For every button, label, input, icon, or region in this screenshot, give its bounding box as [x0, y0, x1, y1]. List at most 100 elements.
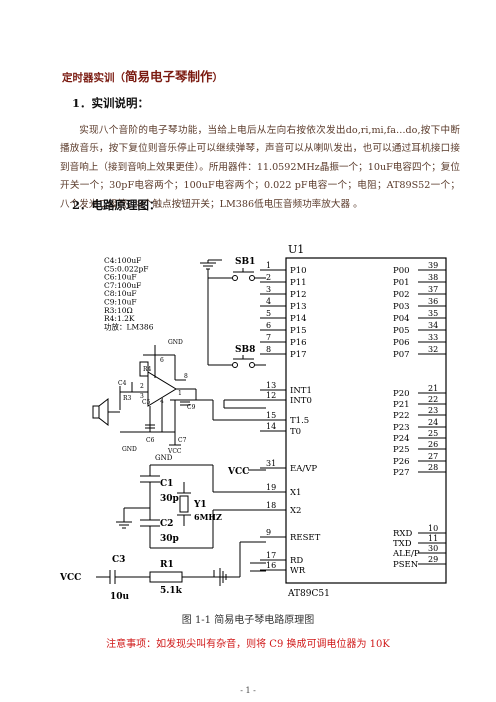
left-pin-number: 14 [266, 422, 276, 431]
left-pin-number: 9 [266, 528, 271, 537]
left-pin-name: P12 [290, 290, 307, 300]
vcc-ea-label: VCC [227, 467, 249, 477]
right-pin-name: P27 [393, 468, 410, 478]
left-pin-name: INT0 [290, 396, 312, 406]
left-pin-number: 6 [266, 321, 271, 330]
title-main: 简易电子琴制作 [125, 69, 213, 84]
right-pin-number: 33 [428, 333, 438, 342]
circuit-schematic: 1P102P113P124P135P146P157P168P1713INT112… [59, 243, 447, 602]
right-pin-number: 24 [428, 418, 438, 427]
left-pin-name: P11 [290, 278, 307, 288]
c2-label: C2 [160, 519, 173, 529]
gnd-amp-bottom: GND [122, 446, 137, 453]
left-pin-number: 8 [266, 345, 271, 354]
amp-label: R3 [123, 395, 132, 402]
document-title: 定时器实训（简易电子琴制作） [62, 66, 223, 85]
r1-value: 5.1k [160, 586, 183, 596]
right-pin-name: P02 [393, 290, 410, 300]
right-pin-name: P04 [393, 314, 410, 324]
left-pin-number: 19 [266, 483, 276, 492]
section1-body: 实现八个音阶的电子琴功能，当给上电后从左向右按依次发出do,ri,mi,fa…d… [60, 125, 460, 210]
left-pin-number: 1 [266, 261, 271, 270]
amp-label: 8 [184, 373, 188, 380]
right-pin-number: 34 [428, 321, 438, 330]
gnd-crystal-label: GND [155, 454, 173, 462]
amp-label: 2 [140, 383, 144, 390]
right-pin-name: TXD [393, 539, 412, 549]
left-pin-name: T0 [290, 427, 301, 437]
c3-label: C3 [112, 555, 125, 565]
chip-ref: U1 [288, 243, 304, 256]
c1-value: 30p [160, 494, 179, 504]
right-pin-number: 39 [428, 261, 438, 270]
left-pin-number: 4 [266, 297, 271, 306]
right-pin-name: P25 [393, 445, 410, 455]
right-pin-name: P03 [393, 302, 410, 312]
right-pin-number: 27 [428, 452, 438, 461]
right-pin-number: 22 [428, 395, 438, 404]
right-pin-number: 10 [428, 524, 438, 533]
c3-value: 10u [110, 592, 130, 602]
right-pin-number: 38 [428, 273, 438, 282]
left-pin-number: 17 [266, 551, 276, 560]
title-suffix: ） [212, 72, 224, 84]
left-pin-number: 18 [266, 501, 276, 510]
parts-list: C4:100uFC5:0.022pFC6:10uFC7:100uFC8:10uF… [104, 256, 154, 331]
amp-label: 3 [140, 393, 144, 400]
right-pin-number: 23 [428, 406, 438, 415]
right-pin-number: 37 [428, 285, 438, 294]
amp-label: 4 [160, 398, 164, 405]
right-pin-number: 21 [428, 384, 438, 393]
parts-list-item: C4:100uF [104, 256, 141, 265]
parts-list-item: C6:10uF [104, 273, 137, 282]
sb8-label: SB8 [235, 345, 255, 355]
amp-label: C6 [146, 437, 155, 444]
right-pin-name: P20 [393, 389, 410, 399]
right-pin-number: 36 [428, 297, 438, 306]
left-pin-number: 3 [266, 285, 271, 294]
left-pin-name: T1.5 [290, 416, 309, 426]
parts-list-item: C7:100uF [104, 281, 141, 290]
left-pin-name: P15 [290, 326, 307, 336]
left-pin-name: EA/VP [290, 464, 317, 474]
left-pin-number: 31 [266, 459, 276, 468]
right-pin-name: P07 [393, 350, 410, 360]
parts-list-item: R4:1.2K [104, 314, 135, 323]
left-pin-number: 12 [266, 391, 276, 400]
left-pin-name: P13 [290, 302, 307, 312]
left-pin-name: X2 [290, 506, 301, 516]
left-pin-number: 7 [266, 333, 271, 342]
right-pin-name: P21 [393, 400, 410, 410]
parts-list-item: C8:10uF [104, 289, 137, 298]
right-pin-name: ALE/P [392, 549, 420, 559]
right-pin-number: 28 [428, 463, 438, 472]
y1-value: 6MHZ [194, 512, 222, 522]
vcc-amp-label: VCC [167, 448, 182, 455]
left-pin-name: INT1 [290, 386, 312, 396]
parts-list-item: R3:10Ω [104, 306, 133, 315]
parts-list-item: 功放：LM386 [104, 321, 154, 331]
amp-label: 1 [178, 390, 182, 397]
right-pin-number: 26 [428, 440, 438, 449]
right-pin-number: 32 [428, 345, 438, 354]
right-pin-number: 30 [428, 544, 438, 553]
right-pin-name: P26 [393, 457, 410, 467]
right-pin-number: 35 [428, 309, 438, 318]
left-pin-name: X1 [290, 488, 301, 498]
left-pin-name: P14 [290, 314, 307, 324]
sb1-label: SB1 [235, 257, 255, 267]
chip-name: AT89C51 [287, 589, 330, 599]
right-pin-name: P00 [393, 266, 410, 276]
amp-label: R4 [143, 366, 152, 373]
left-pin-number: 15 [266, 411, 276, 420]
page-number: - 1 - [240, 686, 256, 695]
right-pin-name: P01 [393, 278, 410, 288]
left-pin-number: 13 [266, 381, 276, 390]
left-pin-number: 2 [266, 273, 271, 282]
y1-label: Y1 [193, 500, 207, 510]
left-pin-name: RD [290, 556, 303, 566]
note-text: 注意事项：如发现尖叫有杂音，则将 C9 换成可调电位器为 10K [106, 639, 390, 650]
title-prefix: 定时器实训（ [62, 72, 125, 84]
right-pin-name: P06 [393, 338, 410, 348]
vcc-reset-label: VCC [59, 573, 81, 583]
